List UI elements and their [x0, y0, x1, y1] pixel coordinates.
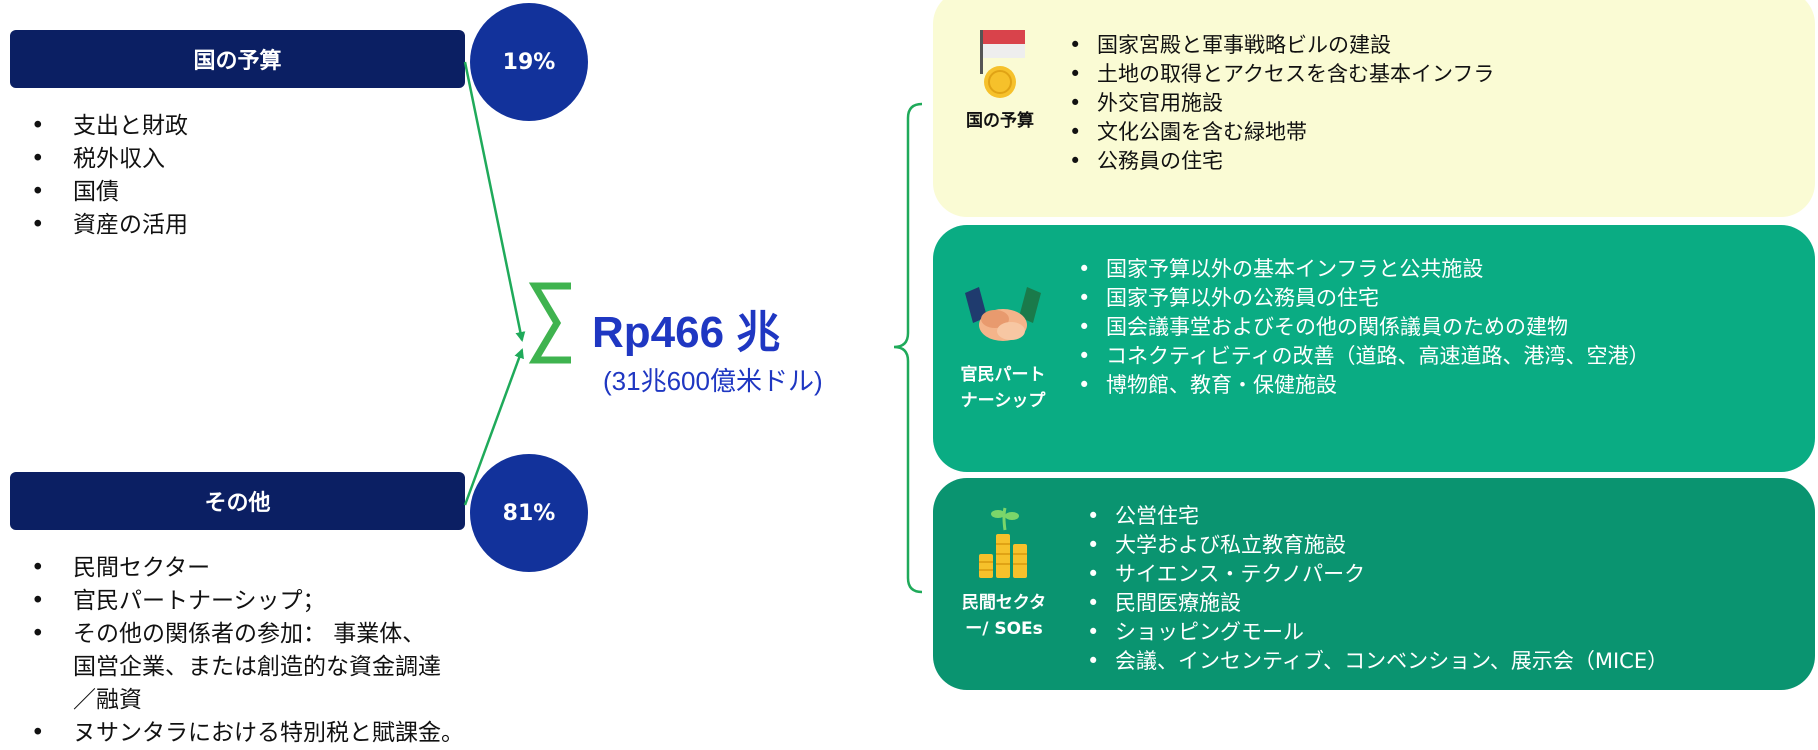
list-item-line: 国営企業、または創造的な資金調達	[73, 654, 441, 680]
panel-label-private-soes: 民間セクタ ー/ SOEs	[945, 590, 1063, 642]
arrow-state-budget	[463, 61, 526, 342]
coin-stacks-plant-icon	[979, 507, 1027, 578]
list-item: 国債	[28, 176, 548, 209]
list-item: 資産の活用	[28, 209, 548, 242]
list-item-line: その他の関係者の参加： 事業体、	[73, 621, 426, 647]
state-budget-source-list: 支出と財政 税外収入 国債 資産の活用	[28, 110, 548, 242]
panel-private-soes: 民間セクタ ー/ SOEs 公営住宅 大学および私立教育施設 サイエンス・テクノ…	[933, 478, 1815, 690]
list-item-line: ／融資	[73, 687, 142, 713]
panel-label-line: 官民パート	[960, 365, 1046, 385]
sigma-icon	[528, 282, 571, 364]
list-item: ショッピングモール	[1083, 618, 1668, 647]
list-item: 公営住宅	[1083, 502, 1668, 531]
panel-ppp: 官民パート ナーシップ 国家予算以外の基本インフラと公共施設 国家予算以外の公務…	[933, 225, 1815, 472]
list-item: 公務員の住宅	[1065, 147, 1494, 176]
state-budget-header: 国の予算	[10, 30, 465, 88]
panel-label-line: 民間セクタ	[961, 593, 1047, 613]
arrow-other	[463, 348, 524, 506]
list-item: コネクティビティの改善（道路、高速道路、港湾、空港）	[1074, 342, 1649, 371]
state-budget-percent-circle: 19%	[470, 3, 588, 121]
list-item: 外交官用施設	[1065, 89, 1494, 118]
state-budget-percent: 19%	[502, 49, 556, 75]
list-item: 国家宮殿と軍事戦略ビルの建設	[1065, 31, 1494, 60]
list-item: 民間医療施設	[1083, 589, 1668, 618]
panel-label-state-budget: 国の予算	[966, 111, 1034, 131]
panel-label-line: ー/ SOEs	[965, 619, 1043, 639]
list-item: その他の関係者の参加： 事業体、 国営企業、または創造的な資金調達 ／融資	[28, 618, 548, 717]
list-item: 支出と財政	[28, 110, 548, 143]
handshake-icon	[965, 287, 1041, 341]
panel-ppp-list: 国家予算以外の基本インフラと公共施設 国家予算以外の公務員の住宅 国会議事堂およ…	[1074, 255, 1649, 400]
list-item: 大学および私立教育施設	[1083, 531, 1668, 560]
bracket	[893, 102, 923, 594]
other-source-list: 民間セクター 官民パートナーシップ； その他の関係者の参加： 事業体、 国営企業…	[28, 552, 548, 750]
other-header: その他	[10, 472, 465, 530]
total-value: Rp466 兆	[592, 308, 781, 357]
panel-label-line: ナーシップ	[960, 391, 1046, 411]
list-item: 会議、インセンティブ、コンベンション、展示会（MICE）	[1083, 647, 1668, 676]
list-item: 民間セクター	[28, 552, 548, 585]
panel-label-ppp: 官民パート ナーシップ	[938, 362, 1068, 414]
other-percent: 81%	[502, 500, 556, 526]
state-budget-title: 国の予算	[193, 49, 282, 74]
panel-state-budget: 国の予算 国家宮殿と軍事戦略ビルの建設 土地の取得とアクセスを含む基本インフラ …	[933, 0, 1815, 217]
list-item: 土地の取得とアクセスを含む基本インフラ	[1065, 60, 1494, 89]
total-usd: (31兆600億米ドル)	[603, 366, 823, 396]
list-item: サイエンス・テクノパーク	[1083, 560, 1668, 589]
list-item: 税外収入	[28, 143, 548, 176]
list-item: ヌサンタラにおける特別税と賦課金。	[28, 717, 548, 750]
list-item: 官民パートナーシップ；	[28, 585, 548, 618]
list-item: 国家予算以外の基本インフラと公共施設	[1074, 255, 1649, 284]
list-item: 国会議事堂およびその他の関係議員のための建物	[1074, 313, 1649, 342]
list-item: 文化公園を含む緑地帯	[1065, 118, 1494, 147]
panel-state-budget-list: 国家宮殿と軍事戦略ビルの建設 土地の取得とアクセスを含む基本インフラ 外交官用施…	[1065, 31, 1494, 176]
other-title: その他	[204, 491, 271, 516]
list-item: 国家予算以外の公務員の住宅	[1074, 284, 1649, 313]
panel-private-soes-list: 公営住宅 大学および私立教育施設 サイエンス・テクノパーク 民間医療施設 ショッ…	[1083, 502, 1668, 676]
list-item: 博物館、教育・保健施設	[1074, 371, 1649, 400]
flag-coin-icon	[980, 30, 1025, 98]
